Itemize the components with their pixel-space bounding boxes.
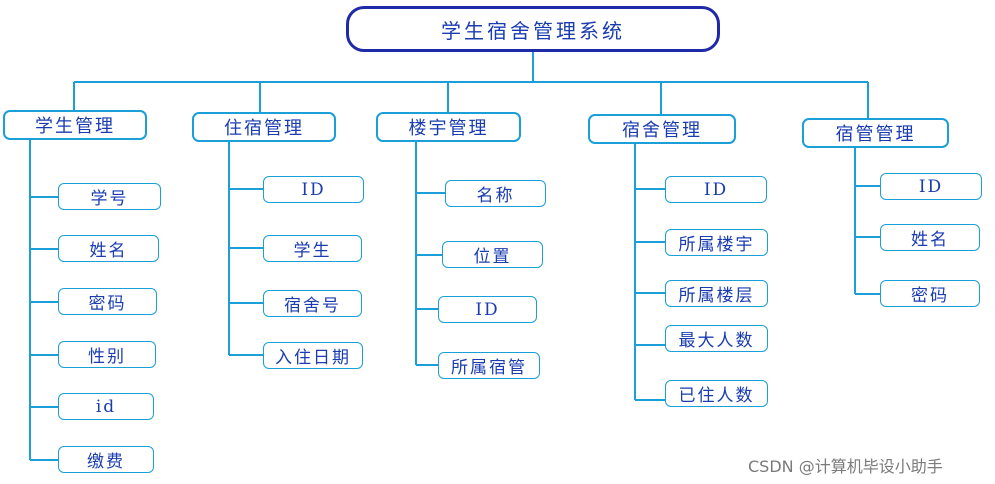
leaf-dorm-building: 所属楼宇 (665, 229, 768, 256)
leaf-student-payment: 缴费 (58, 446, 154, 473)
leaf-building-location: 位置 (442, 241, 543, 268)
leaf-dorm-current-occupancy: 已住人数 (665, 380, 768, 407)
root-node: 学生宿舍管理系统 (346, 6, 720, 52)
leaf-dorm-max-occupancy: 最大人数 (665, 325, 768, 352)
leaf-student-name: 姓名 (58, 235, 159, 262)
leaf-building-name: 名称 (445, 180, 546, 207)
leaf-dorm-floor: 所属楼层 (665, 280, 768, 307)
leaf-manager-id: ID (880, 173, 982, 200)
leaf-manager-password: 密码 (880, 280, 980, 307)
leaf-student-gender: 性别 (58, 341, 156, 368)
leaf-accommodation-student: 学生 (263, 235, 362, 262)
leaf-student-id: id (58, 393, 154, 420)
category-dorm-manager-management: 宿管管理 (802, 118, 949, 148)
leaf-student-number: 学号 (58, 183, 161, 210)
leaf-accommodation-room-number: 宿舍号 (263, 290, 362, 317)
leaf-manager-name: 姓名 (880, 224, 980, 251)
leaf-accommodation-checkin-date: 入住日期 (263, 342, 363, 369)
watermark-text: CSDN @计算机毕设小助手 (748, 457, 943, 476)
category-building-management: 楼宇管理 (376, 112, 521, 142)
leaf-accommodation-id: ID (263, 176, 364, 203)
leaf-student-password: 密码 (58, 288, 157, 315)
leaf-building-manager: 所属宿管 (438, 352, 540, 379)
category-dorm-management: 宿舍管理 (588, 114, 736, 144)
leaf-dorm-id: ID (665, 176, 767, 203)
category-student-management: 学生管理 (3, 110, 147, 140)
category-accommodation-management: 住宿管理 (192, 112, 336, 142)
leaf-building-id: ID (438, 296, 537, 323)
